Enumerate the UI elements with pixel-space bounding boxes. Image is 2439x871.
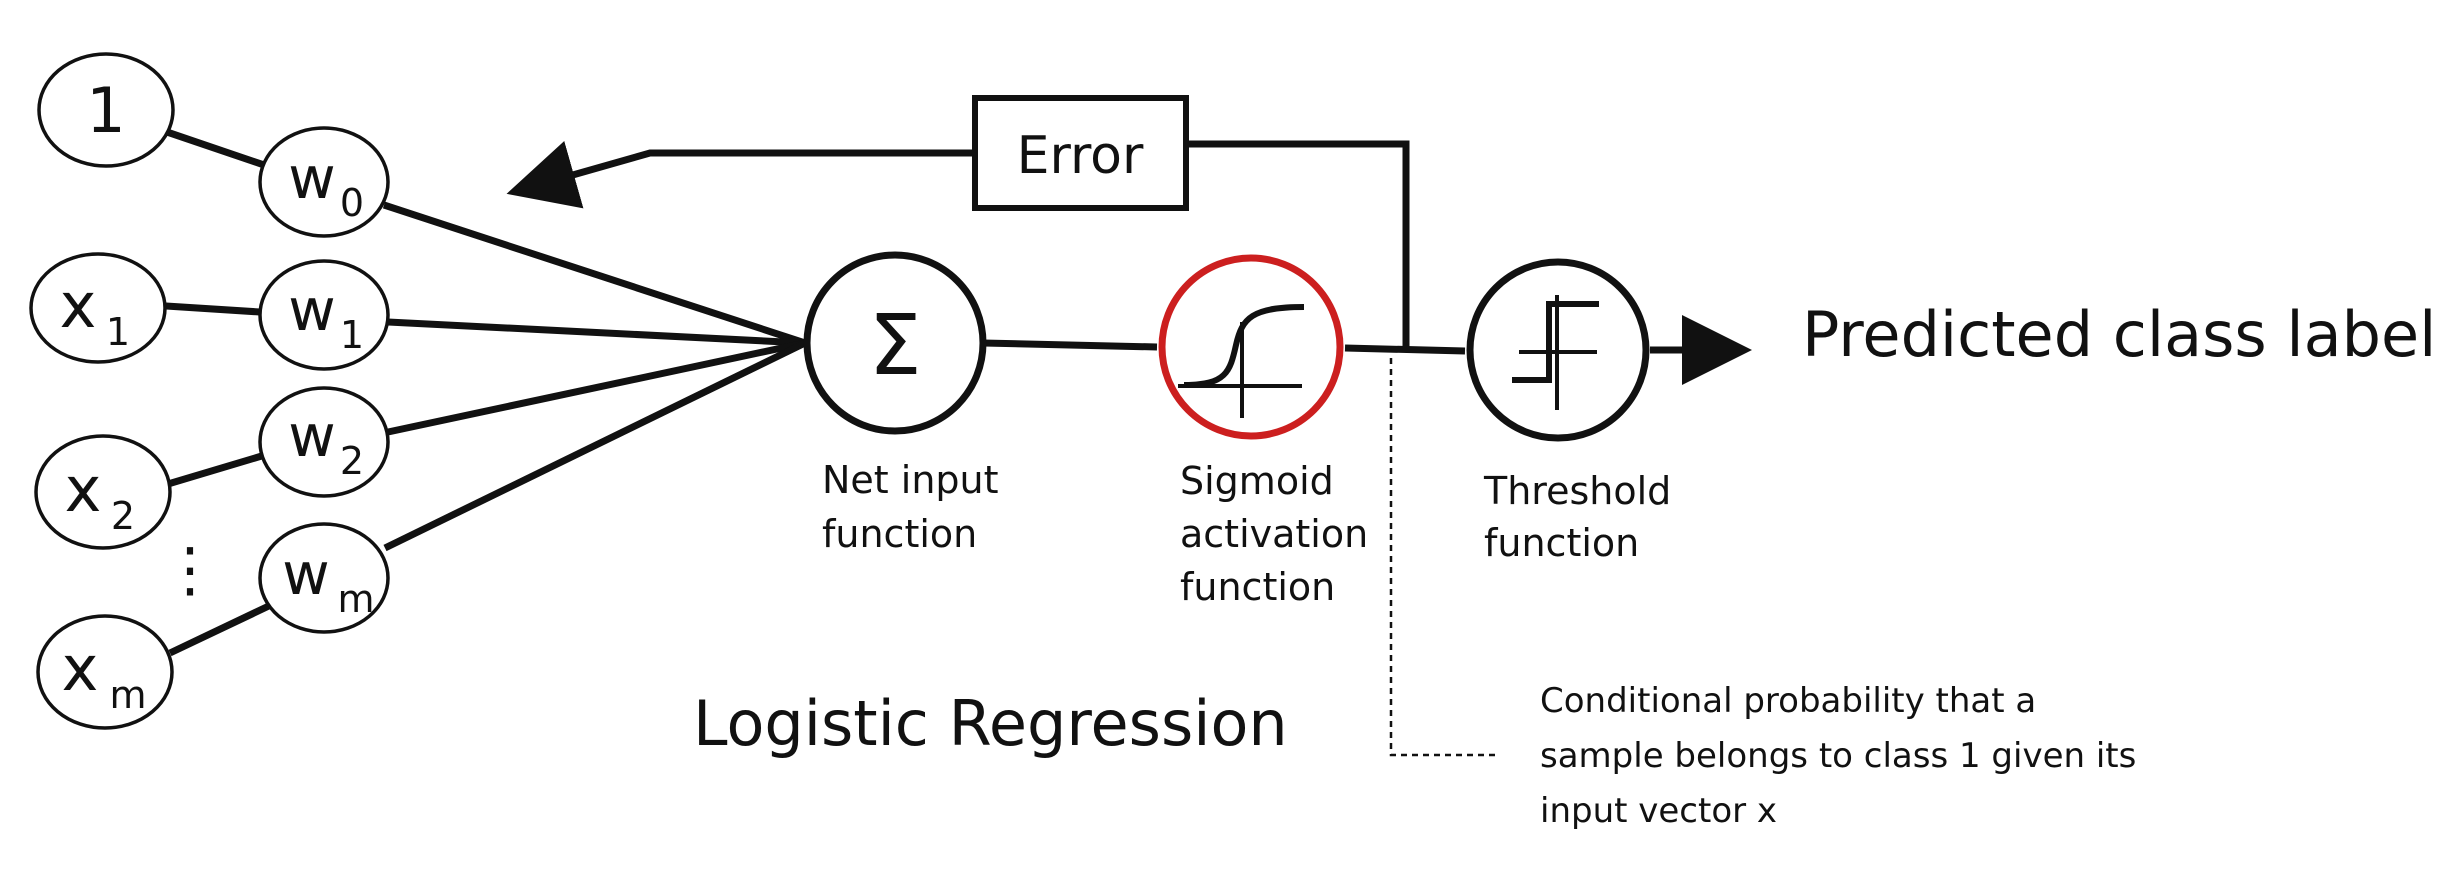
edge-x2-to-w2 [166, 451, 267, 488]
error-feedback-line [1186, 140, 1410, 349]
input-node-xm: x m [36, 614, 174, 730]
edge-w1-to-sum [387, 318, 806, 347]
input-node-x2: x 2 [34, 434, 172, 550]
threshold-node [1466, 258, 1650, 442]
annotation-text: input vector x [1540, 791, 1777, 831]
net-input-label: function [822, 512, 977, 556]
error-box: Error [972, 95, 1189, 211]
edge-xm-to-wm [168, 600, 275, 657]
svg-text:m: m [337, 577, 374, 621]
svg-text:w: w [282, 540, 329, 608]
sigmoid-node [1158, 254, 1344, 440]
svg-text:2: 2 [111, 494, 135, 538]
diagram-title: Logistic Regression [693, 687, 1288, 760]
svg-text:Error: Error [1017, 126, 1144, 186]
input-ellipsis: ⋮ [160, 535, 220, 605]
svg-text:w: w [288, 276, 335, 344]
edge-x1-to-w1 [165, 302, 261, 316]
edge-wm-to-sum [383, 339, 807, 552]
step-function-icon [1512, 295, 1599, 410]
edge-sigmoid-to-threshold [1344, 344, 1466, 355]
edge-w0-to-sum [382, 201, 807, 347]
svg-text:2: 2 [340, 439, 364, 483]
svg-text:x: x [62, 632, 99, 705]
sigmoid-curve-icon [1178, 304, 1305, 418]
edge-w2-to-sum [387, 339, 806, 436]
svg-text:1: 1 [340, 313, 364, 357]
svg-text:w: w [288, 402, 335, 470]
svg-text:1: 1 [86, 74, 125, 147]
input-node-x1: x 1 [29, 252, 167, 364]
error-back-arrow [506, 141, 975, 209]
annotation-connector [1389, 358, 1500, 757]
weight-node-w1: w 1 [258, 259, 390, 371]
sigmoid-label: Sigmoid [1180, 459, 1334, 503]
annotation-text: Conditional probability that a [1540, 681, 2036, 721]
weight-node-w2: w 2 [258, 386, 390, 498]
net-input-label: Net input [822, 458, 999, 502]
svg-text:0: 0 [340, 181, 364, 225]
threshold-label: function [1484, 521, 1639, 565]
svg-text:x: x [60, 269, 97, 342]
weight-node-wm: w m [258, 522, 390, 634]
predicted-class-label: Predicted class label [1802, 298, 2436, 371]
sigmoid-label: function [1180, 565, 1335, 609]
svg-text:m: m [109, 673, 146, 717]
weight-node-w0: w 0 [258, 126, 390, 238]
net-input-node: Σ [803, 251, 987, 435]
input-node-bias: 1 [37, 52, 175, 168]
sigmoid-label: activation [1180, 512, 1368, 556]
threshold-label: Threshold [1483, 469, 1671, 513]
annotation-text: sample belongs to class 1 given its [1540, 736, 2136, 776]
svg-text:1: 1 [106, 310, 130, 354]
svg-text:x: x [65, 453, 102, 526]
edge-bias-to-w0 [162, 127, 269, 170]
svg-text:w: w [288, 144, 335, 212]
edge-sum-to-sigmoid [982, 339, 1158, 351]
sigma-icon: Σ [868, 296, 921, 394]
